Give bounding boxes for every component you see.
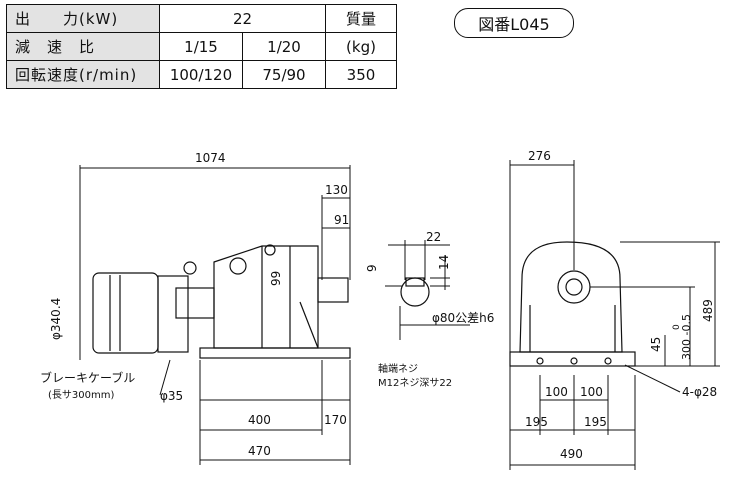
cable-length: (長サ300mm) (48, 389, 114, 401)
dim-400: 400 (248, 413, 271, 427)
dim-shaft-diameter: φ80公差h6 (432, 311, 494, 325)
cable-label: ブレーキケーブル (40, 370, 135, 385)
terminal-box (175, 287, 215, 319)
dim-100-left: 100 (545, 385, 568, 399)
dim-170: 170 (324, 413, 347, 427)
speed-a: 100/120 (159, 60, 243, 89)
front-dimensions (79, 165, 351, 465)
output-shaft (317, 277, 349, 303)
side-dimensions (509, 160, 720, 470)
dim-470: 470 (248, 444, 271, 458)
shaft-end-circle (400, 277, 430, 307)
dim-276: 276 (528, 149, 551, 163)
ratio-b: 1/20 (242, 32, 326, 61)
mass-unit: (kg) (325, 32, 397, 61)
ratio-label: 減 速 比 (6, 32, 160, 61)
brake-unit (157, 275, 189, 353)
dim-key-22: 22 (426, 230, 441, 244)
drawing-number: 図番L045 (454, 8, 574, 38)
dim-490: 490 (560, 447, 583, 461)
dim-195-right: 195 (584, 415, 607, 429)
side-shaft-bore (557, 270, 591, 304)
spec-table: 出 力(kW) 22 質量 減 速 比 1/15 1/20 (kg) 回転速度(… (6, 4, 397, 89)
output-label: 出 力(kW) (6, 4, 160, 33)
motor-housing (92, 272, 159, 354)
dim-195-left: 195 (525, 415, 548, 429)
dim-hole-spec: 4-φ28 (682, 385, 717, 399)
speed-label: 回転速度(r/min) (6, 60, 160, 89)
dim-overall-length: 1074 (195, 151, 226, 165)
side-view (509, 241, 636, 367)
dim-100-right: 100 (580, 385, 603, 399)
dim-shaft-height: 300 -0.5 (680, 314, 693, 360)
dim-91: 91 (334, 213, 349, 227)
dim-99: 99 (269, 271, 283, 286)
mass-label: 質量 (325, 4, 397, 33)
front-base (199, 347, 351, 359)
dim-key-14: 14 (437, 255, 451, 270)
front-view (92, 244, 351, 359)
gearbox-housing (213, 245, 319, 349)
shaft-detail (400, 277, 430, 307)
dim-phi35: φ35 (160, 389, 183, 403)
dim-shaft-height-tol: 0 (672, 324, 682, 330)
shaft-thread-label: 軸端ネジ (378, 362, 418, 375)
mass-value: 350 (325, 60, 397, 89)
shaft-thread-spec: M12ネジ深サ22 (378, 377, 452, 389)
side-housing (519, 241, 623, 353)
dim-motor-diameter: φ340.4 (49, 298, 63, 340)
dim-key-9: 9 (365, 264, 379, 272)
speed-b: 75/90 (242, 60, 326, 89)
dim-130: 130 (325, 183, 348, 197)
dim-45: 45 (649, 337, 663, 352)
dim-489: 489 (701, 299, 715, 322)
